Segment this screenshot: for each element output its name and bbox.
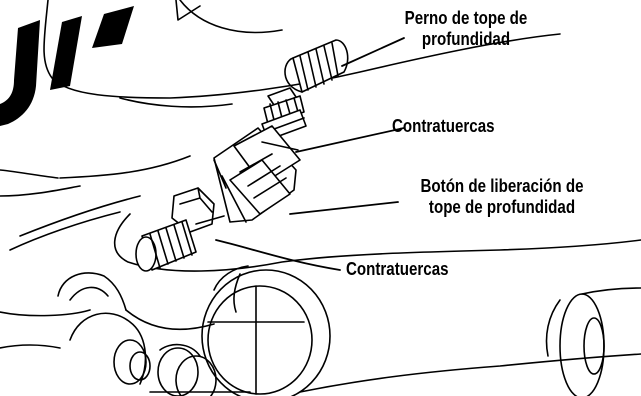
callout-depth-stop-bolt-line-2: profundidad: [421, 29, 511, 49]
callout-release-button: Botón de liberación de tope de profundid…: [403, 176, 601, 218]
leader-release-button: [289, 201, 399, 215]
release-button-drawing: [213, 125, 301, 223]
callout-lock-nuts-upper-text: Contratuercas: [392, 116, 495, 136]
motor-badge-graphic: [0, 6, 134, 126]
side-cylinder: [545, 287, 641, 396]
callout-lock-nuts-upper: Contratuercas: [392, 116, 526, 137]
leader-depth-stop-bolt: [341, 37, 405, 67]
callout-release-button-line-1: Botón de liberación de: [420, 176, 584, 196]
callout-lock-nuts-lower-text: Contratuercas: [346, 259, 449, 279]
callout-depth-stop-bolt-line-1: Perno de tope de: [404, 8, 528, 28]
callout-release-button-line-2: tope de profundidad: [428, 197, 576, 217]
depth-stop-bolt-drawing: [261, 39, 349, 141]
leader-lock-nuts-upper: [295, 127, 405, 153]
leader-lock-nuts-lower: [215, 239, 341, 271]
router-base: [0, 195, 641, 393]
threaded-stud-drawing: [135, 187, 225, 272]
leader-lines: [215, 37, 405, 271]
callout-depth-stop-bolt: Perno de tope de profundidad: [382, 8, 550, 50]
motor-housing: [0, 0, 561, 197]
callout-lock-nuts-lower: Contratuercas: [346, 259, 480, 280]
depth-stop-turret: [57, 265, 331, 396]
